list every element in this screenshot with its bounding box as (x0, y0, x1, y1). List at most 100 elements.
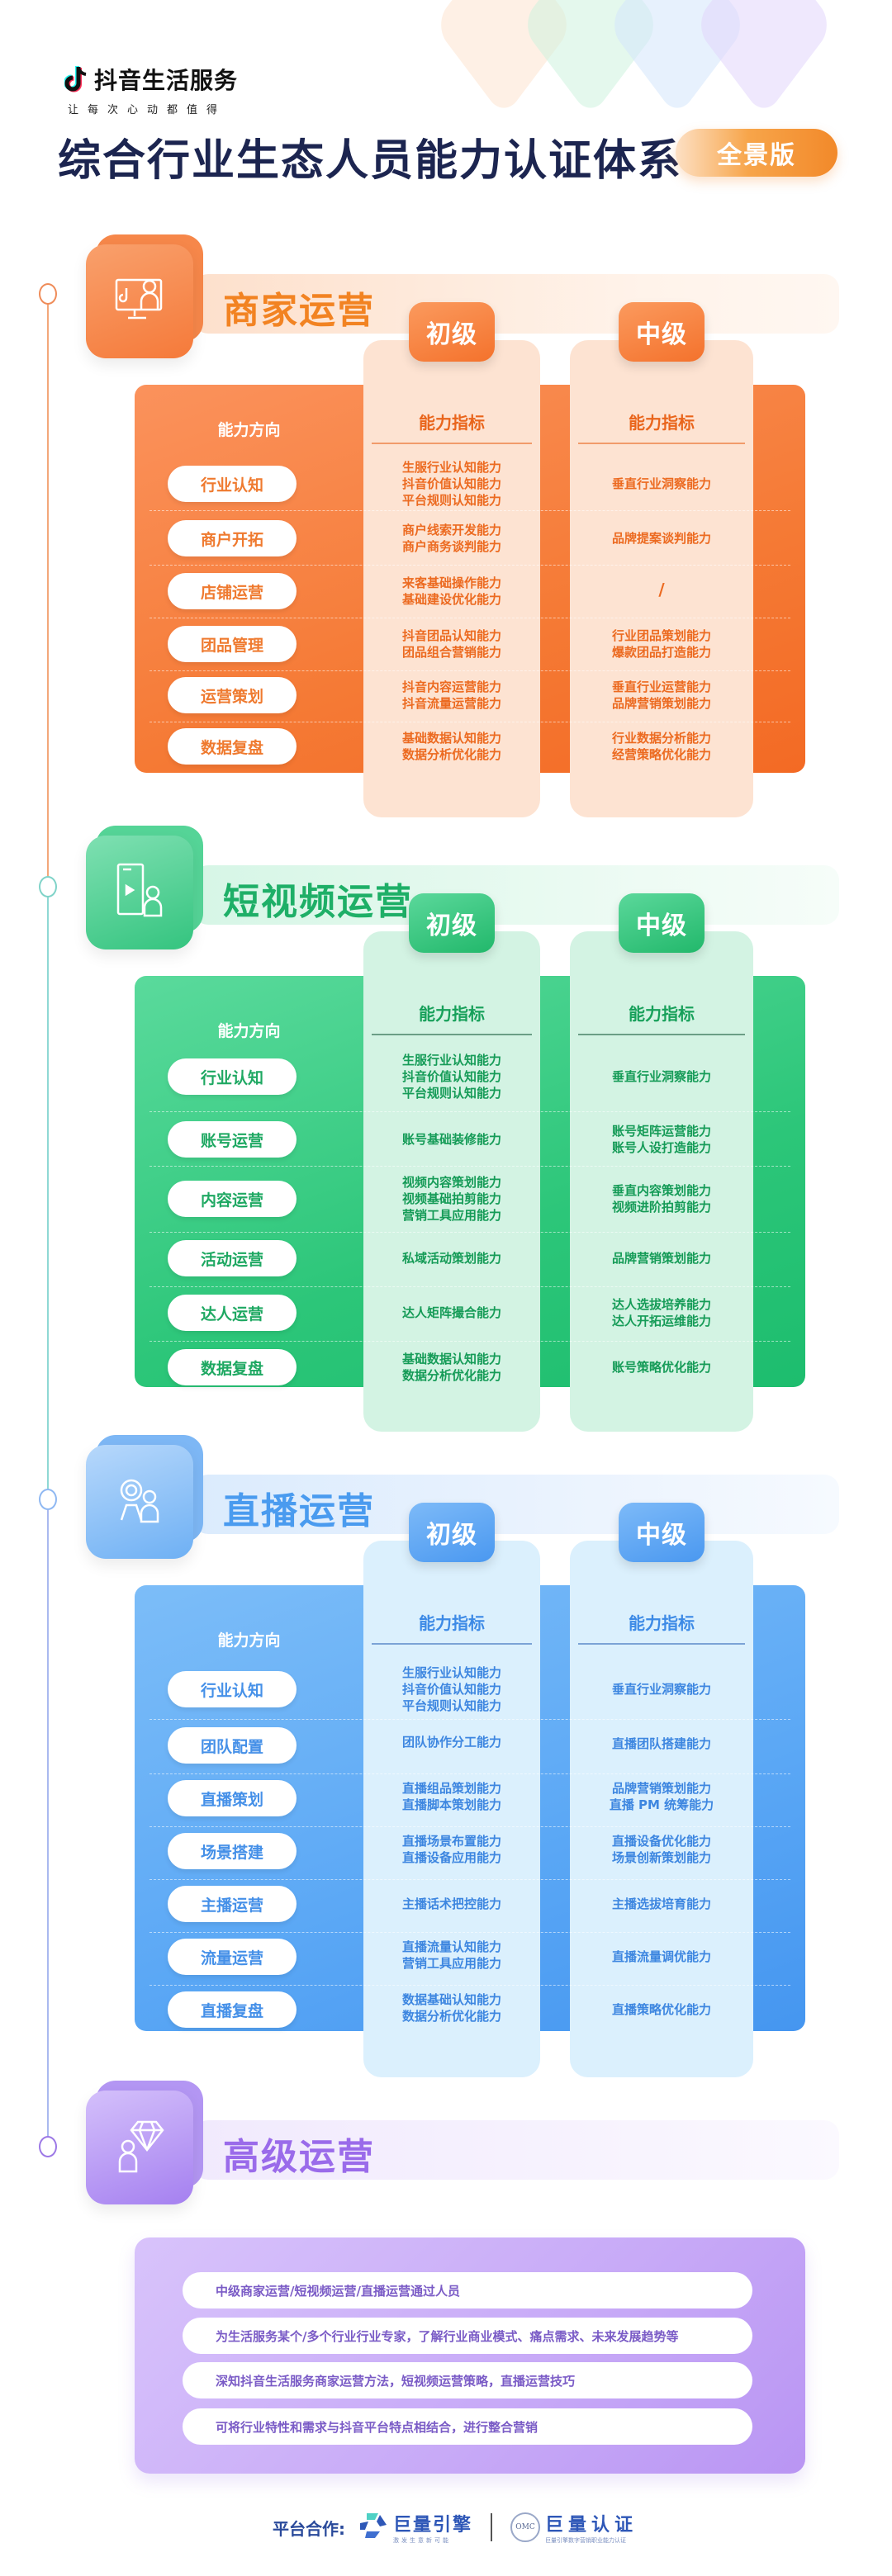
junior-indicator: 基础数据认知能力数据分析优化能力 (401, 1352, 501, 1383)
section-banner (193, 865, 839, 925)
row-divider (149, 1111, 790, 1112)
direction-pill: 直播策划 (168, 1780, 297, 1816)
direction-pill: 流量运营 (168, 1939, 297, 1975)
mid-indicator: 直播流量调优能力 (611, 1949, 711, 1964)
section-banner (193, 274, 839, 334)
direction-pill: 达人运营 (168, 1295, 297, 1331)
junior-indicator: 数据基础认知能力数据分析优化能力 (401, 1992, 501, 2024)
timeline-dot-merchant (39, 283, 57, 305)
direction-pill: 团品管理 (168, 626, 297, 662)
section-icon-box (86, 1445, 193, 1559)
junior-indicator: 生服行业认知能力抖音价值认知能力平台规则认知能力 (401, 1053, 501, 1101)
mid-indicator: 直播团队搭建能力 (611, 1736, 711, 1751)
junior-indicator: 生服行业认知能力抖音价值认知能力平台规则认知能力 (401, 1665, 501, 1713)
mid-column: 中级 能力指标 (570, 893, 753, 1432)
requirement-item: 为生活服务某个/多个行业行业专家，了解行业商业模式、痛点需求、未来发展趋势等 (183, 2318, 752, 2354)
direction-pill: 数据复盘 (168, 728, 297, 765)
timeline-line-blue (47, 1509, 49, 2149)
monitor-user-icon (113, 275, 166, 328)
section-header-short-video: 短视频运营 (86, 826, 839, 949)
footer-partners: 平台合作: 巨量引擎 激发生意新可能 OMC 巨量认证 巨量引擎数字营销职业能力… (273, 2507, 638, 2548)
indicator-header: 能力指标 (578, 410, 745, 444)
direction-pill: 行业认知 (168, 466, 297, 502)
mid-indicator: 垂直行业洞察能力 (611, 1682, 711, 1697)
mid-indicator: 垂直内容策划能力视频进阶拍剪能力 (611, 1183, 711, 1215)
advanced-requirements-box: 中级商家运营/短视频运营/直播运营通过人员 为生活服务某个/多个行业行业专家，了… (135, 2237, 805, 2474)
streamer-user-icon (113, 1474, 166, 1530)
section-header-advanced: 高级运营 (86, 2081, 839, 2204)
mid-indicator: 垂直行业运营能力品牌营销策划能力 (611, 680, 711, 711)
row-divider (149, 1826, 790, 1827)
junior-indicator: 达人矩阵撮合能力 (401, 1305, 501, 1320)
mid-column: 中级 能力指标 (570, 302, 753, 817)
level-badge-junior: 初级 (409, 302, 495, 362)
mid-indicator: 行业团品策划能力爆款团品打造能力 (611, 628, 711, 660)
partners-label: 平台合作: (273, 2518, 345, 2539)
section-title: 商家运营 (223, 290, 375, 332)
indicator-header: 能力指标 (578, 1001, 745, 1035)
row-divider (149, 1232, 790, 1233)
table-short-video: 初级 能力指标 中级 能力指标 能力方向 行业认知 生服行业认知能力抖音价值认知… (135, 893, 805, 1432)
row-divider (149, 670, 790, 671)
table-live: 初级 能力指标 中级 能力指标 能力方向 行业认知 生服行业认知能力抖音价值认知… (135, 1503, 805, 2077)
row-divider (149, 1719, 790, 1720)
level-badge-mid: 中级 (619, 1503, 705, 1562)
requirement-item: 深知抖音生活服务商家运营方法，短视频运营策略，直播运营技巧 (183, 2362, 752, 2398)
mid-column: 中级 能力指标 (570, 1503, 753, 2077)
direction-pill: 团队配置 (168, 1727, 297, 1764)
junior-column: 初级 能力指标 (363, 893, 540, 1432)
table-merchant: 初级 能力指标 中级 能力指标 能力方向 行业认知 生服行业认知能力抖音价值认知… (135, 302, 805, 817)
direction-pill: 直播复盘 (168, 1991, 297, 2028)
row-divider (149, 1932, 790, 1933)
junior-indicator: 账号基础装修能力 (401, 1132, 501, 1147)
direction-header: 能力方向 (217, 1631, 281, 1650)
row-divider (149, 1286, 790, 1287)
direction-pill: 行业认知 (168, 1058, 297, 1095)
douyin-note-icon (64, 65, 89, 93)
direction-header: 能力方向 (217, 1022, 281, 1040)
direction-pill: 运营策划 (168, 677, 297, 713)
section-title: 直播运营 (223, 1490, 375, 1532)
direction-header: 能力方向 (217, 421, 281, 439)
junior-indicator: 生服行业认知能力抖音价值认知能力平台规则认知能力 (401, 460, 501, 508)
section-banner (193, 1475, 839, 1534)
row-divider (149, 510, 790, 511)
section-icon-box (86, 836, 193, 949)
mid-indicator: 品牌营销策划能力 (611, 1251, 711, 1266)
partner-name: 巨量引擎 (393, 2515, 473, 2536)
junior-indicator: 私域活动策划能力 (401, 1251, 501, 1266)
mid-indicator: 直播设备优化能力场景创新策划能力 (611, 1834, 711, 1865)
ocean-engine-logo-icon (357, 2512, 388, 2543)
row-divider (149, 1879, 790, 1880)
section-title: 高级运营 (223, 2136, 375, 2178)
direction-pill: 行业认知 (168, 1671, 297, 1707)
junior-indicator: 直播组品策划能力直播脚本策划能力 (401, 1781, 501, 1812)
mid-indicator: 垂直行业洞察能力 (611, 1069, 711, 1084)
direction-pill: 活动运营 (168, 1240, 297, 1276)
direction-pill: 商户开拓 (168, 520, 297, 556)
brand-slogan: 让每次心动都值得 (68, 104, 227, 116)
section-icon-box (86, 2091, 193, 2204)
indicator-header: 能力指标 (372, 1001, 532, 1035)
mid-indicator: 直播策略优化能力 (611, 2002, 711, 2017)
mid-indicator: 垂直行业洞察能力 (611, 476, 711, 491)
mid-indicator: 品牌提案谈判能力 (611, 531, 711, 546)
junior-indicator: 视频内容策划能力视频基础拍剪能力营销工具应用能力 (401, 1175, 501, 1223)
partner-tagline: 激发生意新可能 (393, 2537, 451, 2544)
section-banner (193, 2120, 839, 2180)
section-header-merchant: 商家运营 (86, 234, 839, 358)
junior-indicator: 团队协作分工能力 (401, 1735, 501, 1750)
partner-name: 巨量认证 (545, 2515, 638, 2536)
timeline-dot-live (39, 1489, 57, 1510)
row-divider (149, 1773, 790, 1774)
mid-indicator: 账号矩阵运营能力账号人设打造能力 (611, 1124, 711, 1155)
junior-column: 初级 能力指标 (363, 302, 540, 817)
section-header-live: 直播运营 (86, 1435, 839, 1559)
brand-name: 抖音生活服务 (94, 67, 239, 94)
direction-pill: 场景搭建 (168, 1833, 297, 1869)
page-title: 综合行业生态人员能力认证体系 (58, 136, 683, 186)
row-divider (149, 1166, 790, 1167)
junior-indicator: 基础数据认知能力数据分析优化能力 (401, 731, 501, 762)
mid-indicator: 达人选拔培养能力达人开拓运维能力 (611, 1297, 711, 1328)
phone-play-user-icon (113, 861, 166, 924)
